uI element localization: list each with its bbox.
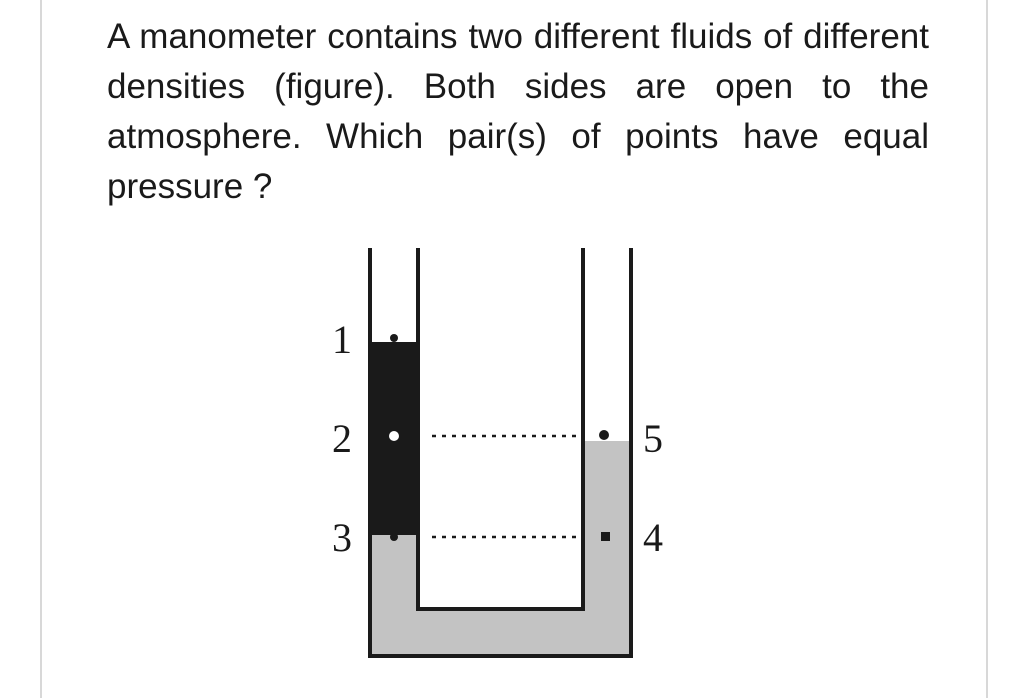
point-5-marker <box>599 430 609 440</box>
point-4-marker <box>601 532 610 541</box>
label-point-4: 4 <box>643 515 663 560</box>
point-2-marker <box>389 431 399 441</box>
label-point-5: 5 <box>643 416 663 461</box>
u-tube <box>368 248 633 658</box>
point-3-marker <box>390 533 398 541</box>
label-point-2: 2 <box>332 416 352 461</box>
manometer-diagram: 1 2 3 4 5 <box>332 248 663 658</box>
label-point-3: 3 <box>332 515 352 560</box>
question-card <box>40 0 988 698</box>
light-fluid <box>371 441 630 656</box>
label-point-1: 1 <box>332 317 352 362</box>
point-1-marker <box>390 334 398 342</box>
question-text: A manometer contains two different fluid… <box>107 17 929 206</box>
level-lines <box>432 434 578 539</box>
